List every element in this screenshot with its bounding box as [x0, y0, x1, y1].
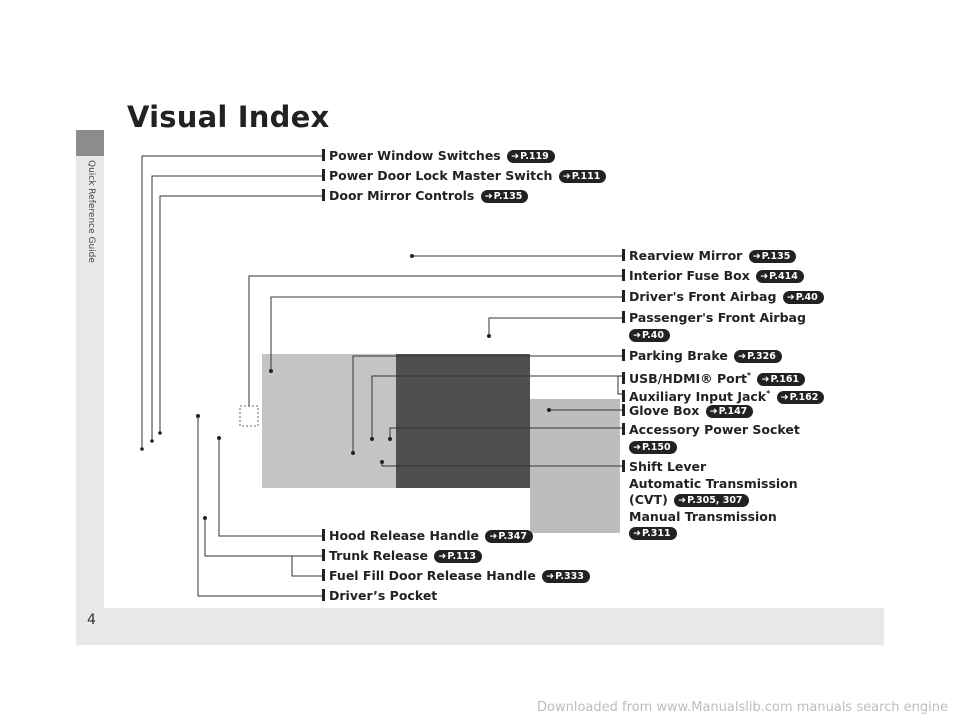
footer-watermark: Downloaded from www.Manualslib.com manua… — [537, 700, 948, 715]
fuse-box-marker — [239, 405, 259, 427]
page-ref-link[interactable]: ➜P.119 — [507, 150, 555, 163]
callout-parking-brake: Parking Brake ➜P.326 — [622, 348, 782, 365]
callout-drivers-pocket: Driver’s Pocket — [322, 588, 437, 605]
page-ref-link[interactable]: ➜P.161 — [757, 373, 806, 386]
image-placeholder-left — [262, 354, 396, 488]
image-placeholder-center — [396, 354, 530, 488]
page-ref-link[interactable]: ➜P.40 — [782, 291, 824, 304]
page-number: 4 — [87, 612, 96, 628]
callout-auxiliary-input-jack: Auxiliary Input Jack* ➜P.162 — [622, 386, 825, 406]
page-ref-link[interactable]: ➜P.311 — [629, 527, 677, 540]
callout-fuel-fill-door-release: Fuel Fill Door Release Handle ➜P.333 — [322, 568, 590, 585]
section-tab — [76, 130, 104, 156]
page-ref-link[interactable]: ➜P.111 — [558, 170, 607, 183]
callout-usb-hdmi-port: USB/HDMI® Port* ➜P.161 — [622, 368, 806, 388]
page-ref-link[interactable]: ➜P.162 — [776, 391, 825, 404]
callout-door-mirror-controls: Door Mirror Controls ➜P.135 — [322, 188, 529, 205]
callout-interior-fuse-box: Interior Fuse Box ➜P.414 — [622, 268, 804, 285]
page-ref-link[interactable]: ➜P.414 — [756, 270, 804, 283]
callout-rearview-mirror: Rearview Mirror ➜P.135 — [622, 248, 797, 265]
callout-hood-release-handle: Hood Release Handle ➜P.347 — [322, 528, 534, 545]
content-area — [104, 62, 884, 608]
page-ref-link[interactable]: ➜P.135 — [480, 190, 529, 203]
page-ref-link[interactable]: ➜P.305, 307 — [674, 494, 749, 507]
callout-glove-box: Glove Box ➜P.147 — [622, 403, 754, 420]
page-ref-link[interactable]: ➜P.147 — [705, 405, 754, 418]
callout-trunk-release: Trunk Release ➜P.113 — [322, 548, 482, 565]
callout-driver-front-airbag: Driver's Front Airbag ➜P.40 — [622, 289, 824, 306]
callout-passenger-front-airbag: Passenger's Front Airbag ➜P.40 — [622, 310, 806, 343]
callout-accessory-power-socket: Accessory Power Socket ➜P.150 — [622, 422, 800, 455]
callout-power-door-lock: Power Door Lock Master Switch ➜P.111 — [322, 168, 607, 185]
page-ref-link[interactable]: ➜P.333 — [542, 570, 590, 583]
page-ref-link[interactable]: ➜P.135 — [748, 250, 797, 263]
page-ref-link[interactable]: ➜P.326 — [734, 350, 782, 363]
callout-power-window-switches: Power Window Switches ➜P.119 — [322, 148, 555, 165]
callout-shift-lever: Shift Lever Automatic Transmission (CVT)… — [622, 459, 798, 542]
page-ref-link[interactable]: ➜P.113 — [434, 550, 482, 563]
page-title: Visual Index — [127, 100, 330, 134]
page-ref-link[interactable]: ➜P.150 — [629, 440, 677, 454]
page-ref-link[interactable]: ➜P.347 — [485, 530, 534, 543]
page-ref-link[interactable]: ➜P.40 — [629, 328, 671, 342]
